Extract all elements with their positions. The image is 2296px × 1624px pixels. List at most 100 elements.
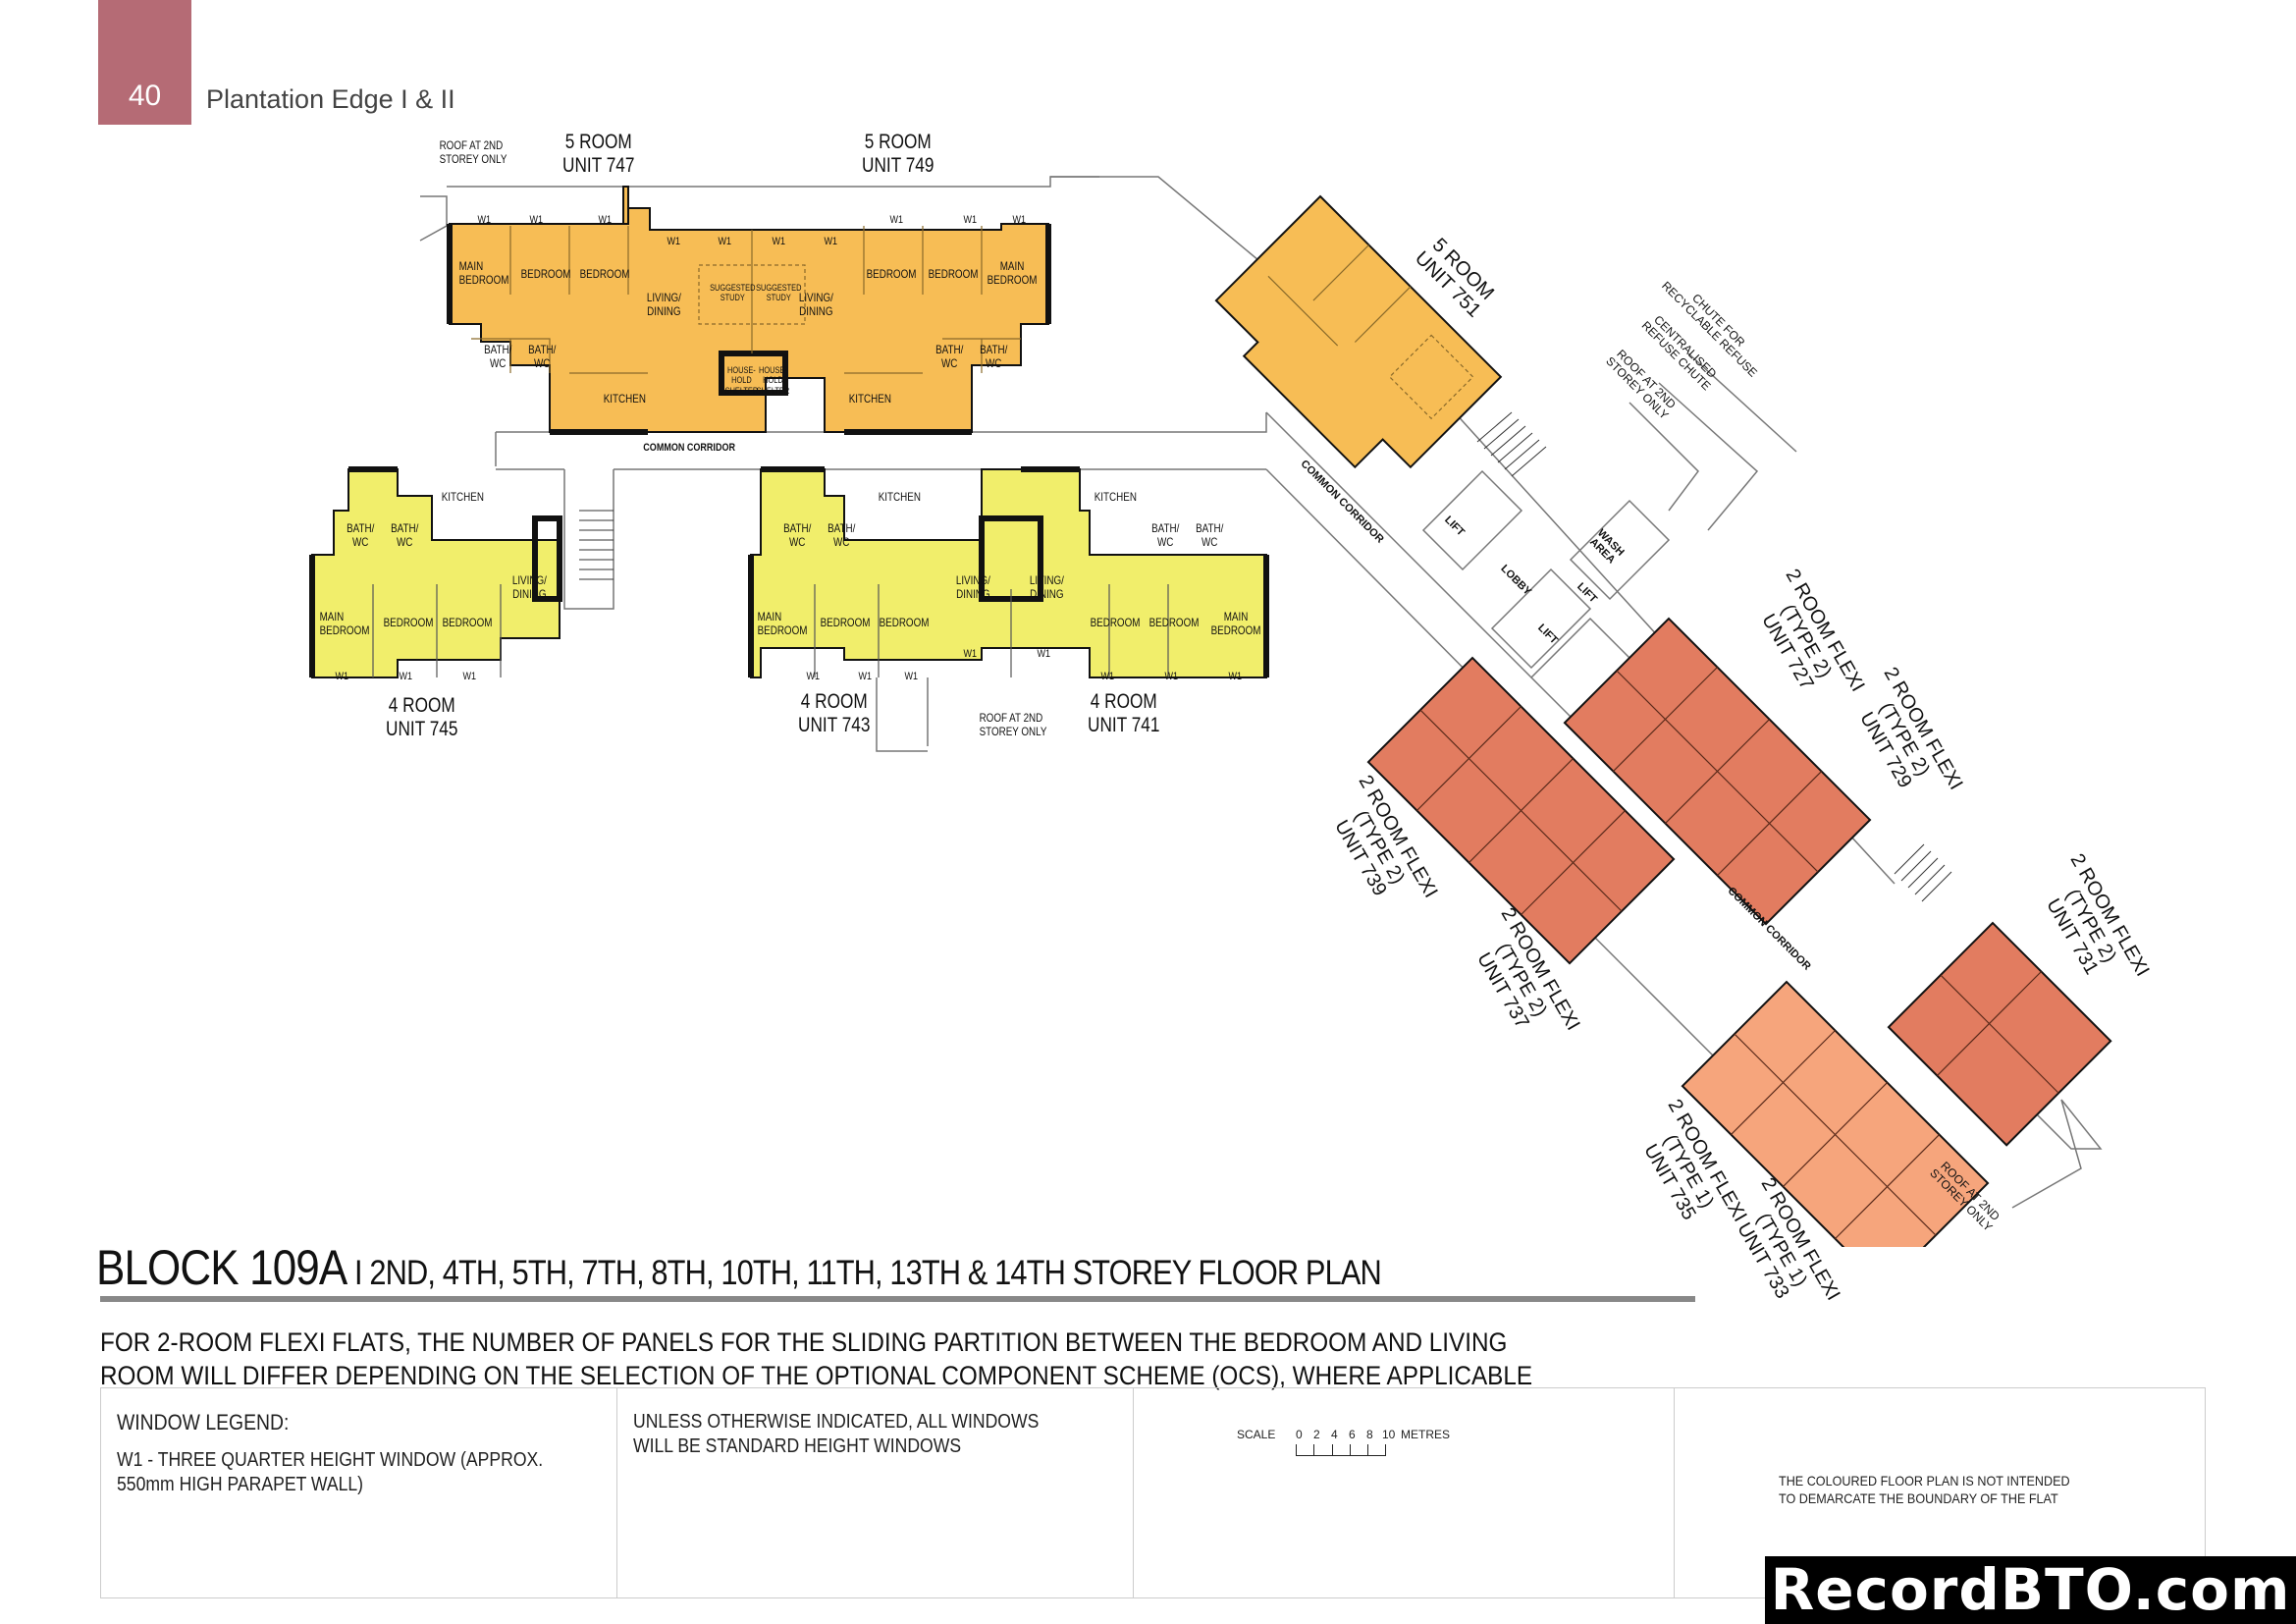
scale-tick: 6: [1349, 1428, 1356, 1441]
block-name: BLOCK 109A: [96, 1240, 347, 1295]
room-bedroom: BEDROOM: [442, 616, 493, 629]
unit-741-label: 4 ROOM UNIT 741: [1088, 690, 1159, 737]
room-living-dining: LIVING/ DINING: [1029, 573, 1064, 601]
note-line: FOR 2-ROOM FLEXI FLATS, THE NUMBER OF PA…: [100, 1327, 1508, 1357]
standard-window-cell: UNLESS OTHERWISE INDICATED, ALL WINDOWS …: [617, 1388, 1134, 1597]
storey-list: 2ND, 4TH, 5TH, 7TH, 8TH, 10TH, 11TH, 13T…: [369, 1254, 1381, 1292]
scale-tick: 8: [1366, 1428, 1373, 1441]
page-title: BLOCK 109A I 2ND, 4TH, 5TH, 7TH, 8TH, 10…: [96, 1239, 1382, 1296]
room-bath-wc: BATH/ WC: [980, 343, 1008, 370]
window-tag: W1: [667, 236, 681, 247]
room-household-shelter: HOUSE- HOLD SHELTER: [756, 365, 790, 396]
scale-tick: 10: [1382, 1428, 1396, 1441]
room-main-bedroom: MAIN BEDROOM: [319, 610, 370, 637]
window-tag: W1: [806, 671, 821, 682]
window-tag: W1: [1228, 671, 1243, 682]
page-number: 40: [128, 80, 162, 112]
room-suggested-study: SUGGESTED STUDY: [756, 283, 802, 303]
room-kitchen: KITCHEN: [848, 392, 891, 406]
window-tag: W1: [718, 236, 732, 247]
window-tag: W1: [1012, 214, 1027, 226]
scale-tick: 4: [1331, 1428, 1338, 1441]
room-living-dining: LIVING/ DINING: [798, 291, 833, 318]
room-bath-wc: BATH/ WC: [528, 343, 557, 370]
unit-number: UNIT 749: [862, 154, 934, 178]
roof-note: ROOF AT 2ND STOREY ONLY: [439, 138, 507, 166]
room-bedroom: BEDROOM: [520, 267, 571, 281]
unit-type: 4 ROOM: [388, 694, 455, 717]
room-bath-wc: BATH/ WC: [1151, 521, 1180, 549]
room-main-bedroom: MAIN BEDROOM: [987, 259, 1038, 287]
legend-table: WINDOW LEGEND: W1 - THREE QUARTER HEIGHT…: [100, 1387, 2206, 1598]
scale-cell: SCALE 0 2 4 6 8 10 METRES: [1134, 1388, 1675, 1597]
scale-unit: METRES: [1401, 1428, 1451, 1441]
room-living-dining: LIVING/ DINING: [511, 573, 547, 601]
page-number-tab: 40: [98, 0, 191, 125]
window-tag: W1: [1164, 671, 1179, 682]
room-bath-wc: BATH/ WC: [391, 521, 419, 549]
window-tag: W1: [462, 671, 477, 682]
unit-743-label: 4 ROOM UNIT 743: [798, 690, 870, 737]
unit-type: 4 ROOM: [1090, 690, 1157, 713]
unit-number: UNIT 741: [1088, 714, 1160, 737]
unit-type: 5 ROOM: [864, 131, 932, 153]
room-kitchen: KITCHEN: [603, 392, 646, 406]
room-bath-wc: BATH/ WC: [347, 521, 375, 549]
room-kitchen: KITCHEN: [441, 490, 484, 504]
disclaimer: THE COLOURED FLOOR PLAN IS NOT INTENDED …: [1779, 1472, 2070, 1507]
window-legend-heading: WINDOW LEGEND:: [117, 1410, 290, 1435]
room-main-bedroom: MAIN BEDROOM: [458, 259, 509, 287]
window-tag: W1: [963, 648, 978, 660]
unit-type: 4 ROOM: [800, 690, 868, 713]
title-divider: [100, 1296, 1695, 1302]
scale-ruler: [1296, 1441, 1386, 1456]
window-legend-cell: WINDOW LEGEND: W1 - THREE QUARTER HEIGHT…: [101, 1388, 617, 1597]
window-tag: W1: [335, 671, 349, 682]
room-bedroom: BEDROOM: [820, 616, 871, 629]
floor-plan: 5 ROOM UNIT 747 5 ROOM UNIT 749 5 ROOM U…: [309, 131, 2154, 1304]
title-separator: I: [347, 1254, 370, 1292]
room-bedroom: BEDROOM: [1090, 616, 1141, 629]
note-line: ROOM WILL DIFFER DEPENDING ON THE SELECT…: [100, 1361, 1533, 1390]
roof-note: ROOF AT 2ND STOREY ONLY: [979, 711, 1047, 738]
room-bath-wc: BATH/ WC: [935, 343, 964, 370]
watermark: RecordBTO.com: [1765, 1556, 2296, 1624]
window-tag: W1: [399, 671, 413, 682]
room-bedroom: BEDROOM: [879, 616, 930, 629]
window-tag: W1: [904, 671, 919, 682]
window-tag: W1: [1037, 648, 1051, 660]
room-bedroom: BEDROOM: [866, 267, 917, 281]
room-kitchen: KITCHEN: [1094, 490, 1137, 504]
standard-window-note: UNLESS OTHERWISE INDICATED, ALL WINDOWS: [633, 1411, 1040, 1433]
room-main-bedroom: MAIN BEDROOM: [757, 610, 808, 637]
scale-tick: 0: [1296, 1428, 1303, 1441]
window-tag: W1: [824, 236, 838, 247]
window-tag: W1: [529, 214, 544, 226]
window-tag: W1: [598, 214, 613, 226]
w1-description: W1 - THREE QUARTER HEIGHT WINDOW (APPROX…: [117, 1449, 544, 1471]
room-bedroom: BEDROOM: [928, 267, 979, 281]
window-tag: W1: [858, 671, 873, 682]
unit-749-label: 5 ROOM UNIT 749: [862, 131, 934, 178]
scale-tick: 2: [1313, 1428, 1320, 1441]
unit-number: UNIT 747: [562, 154, 635, 178]
window-tag: W1: [772, 236, 786, 247]
unit-type: 5 ROOM: [564, 131, 632, 153]
disclaimer-cell: THE COLOURED FLOOR PLAN IS NOT INTENDED …: [1675, 1388, 2205, 1597]
window-tag: W1: [963, 214, 978, 226]
room-bedroom: BEDROOM: [383, 616, 434, 629]
room-suggested-study: SUGGESTED STUDY: [710, 283, 756, 303]
room-bath-wc: BATH/ WC: [783, 521, 812, 549]
unit-747-label: 5 ROOM UNIT 747: [562, 131, 634, 178]
disclaimer-line: THE COLOURED FLOOR PLAN IS NOT INTENDED: [1779, 1473, 2070, 1489]
scale-bar: SCALE 0 2 4 6 8 10 METRES: [1237, 1423, 1450, 1447]
room-bath-wc: BATH/ WC: [1196, 521, 1224, 549]
unit-number: UNIT 745: [386, 718, 458, 741]
window-tag: W1: [477, 214, 492, 226]
disclaimer-line: TO DEMARCATE THE BOUNDARY OF THE FLAT: [1779, 1490, 2058, 1506]
room-bedroom: BEDROOM: [1148, 616, 1200, 629]
document-title: Plantation Edge I & II: [206, 84, 455, 114]
standard-window-note: WILL BE STANDARD HEIGHT WINDOWS: [633, 1435, 962, 1457]
unit-number: UNIT 743: [798, 714, 871, 737]
room-bath-wc: BATH/ WC: [828, 521, 856, 549]
